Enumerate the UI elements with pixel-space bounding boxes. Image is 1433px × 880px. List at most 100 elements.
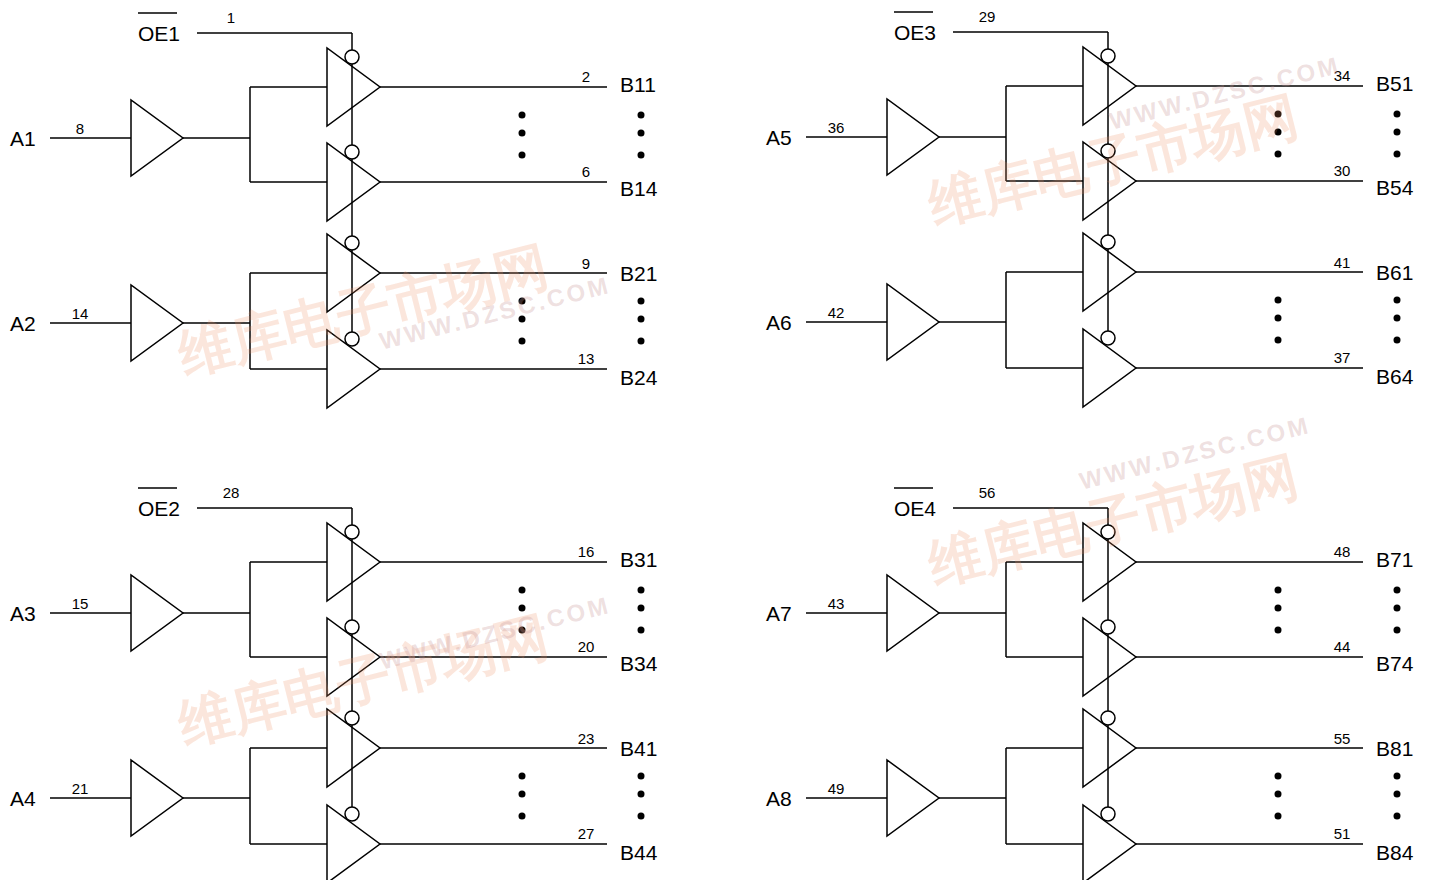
- wire: [50, 137, 131, 139]
- pin-number: 15: [72, 596, 89, 611]
- wire: [1006, 367, 1083, 369]
- output-signal: B74: [1376, 653, 1413, 674]
- wire: [250, 368, 327, 370]
- ellipsis-dot: [1275, 627, 1282, 634]
- ellipsis-dot: [519, 605, 526, 612]
- ellipsis-dot: [1394, 111, 1401, 118]
- inversion-bubble: [1101, 620, 1115, 634]
- output-signal: B61: [1376, 262, 1413, 283]
- ellipsis-dot: [1275, 337, 1282, 344]
- buffer-symbol: [887, 575, 939, 651]
- pin-number: 48: [1334, 544, 1351, 559]
- input-signal: A2: [10, 313, 36, 334]
- pin-number: 29: [979, 9, 996, 24]
- ellipsis-dot: [638, 338, 645, 345]
- wire: [183, 797, 250, 799]
- wire: [183, 612, 250, 614]
- wire: [250, 747, 327, 749]
- pin-number: 43: [828, 596, 845, 611]
- tristate-buffer-symbol: [1083, 805, 1136, 880]
- ellipsis-dot: [638, 298, 645, 305]
- wire: [1006, 747, 1083, 749]
- wire: [249, 562, 251, 657]
- output-signal: B51: [1376, 73, 1413, 94]
- wire: [939, 136, 1006, 138]
- inversion-bubble: [345, 620, 359, 634]
- tristate-buffer-symbol: [327, 709, 380, 787]
- wire: [380, 843, 607, 845]
- output-signal: B24: [620, 367, 657, 388]
- ellipsis-dot: [1275, 605, 1282, 612]
- pin-number: 16: [578, 544, 595, 559]
- ellipsis-dot: [1394, 587, 1401, 594]
- ellipsis-dot: [1394, 129, 1401, 136]
- wire: [1005, 748, 1007, 844]
- buffer-symbol: [131, 760, 183, 836]
- pin-number: 37: [1334, 350, 1351, 365]
- wire: [1136, 656, 1363, 658]
- pin-number: 41: [1334, 255, 1351, 270]
- ellipsis-dot: [519, 338, 526, 345]
- pin-number: 21: [72, 781, 89, 796]
- enable-signal: OE1: [138, 23, 180, 44]
- ellipsis-dot: [1275, 791, 1282, 798]
- pin-number: 30: [1334, 163, 1351, 178]
- output-signal: B21: [620, 263, 657, 284]
- ellipsis-dot: [1275, 773, 1282, 780]
- ellipsis-dot: [1394, 337, 1401, 344]
- wire: [1136, 271, 1363, 273]
- wire: [250, 843, 327, 845]
- wire: [250, 181, 327, 183]
- ellipsis-dot: [638, 130, 645, 137]
- ellipsis-dot: [1275, 315, 1282, 322]
- tristate-buffer-symbol: [1083, 329, 1136, 407]
- enable-signal: OE4: [894, 498, 936, 519]
- ellipsis-dot: [1275, 587, 1282, 594]
- wire: [380, 561, 607, 563]
- inversion-bubble: [1101, 235, 1115, 249]
- pin-number: 44: [1334, 639, 1351, 654]
- wire: [380, 368, 607, 370]
- wire: [1006, 271, 1083, 273]
- output-signal: B64: [1376, 366, 1413, 387]
- output-signal: B31: [620, 549, 657, 570]
- wire: [250, 272, 327, 274]
- tristate-buffer-symbol: [327, 523, 380, 601]
- input-signal: A1: [10, 128, 36, 149]
- pin-number: 20: [578, 639, 595, 654]
- buffer-symbol: [887, 760, 939, 836]
- wire: [806, 797, 887, 799]
- input-signal: A7: [766, 603, 792, 624]
- wire: [380, 86, 607, 88]
- wire: [249, 748, 251, 844]
- inversion-bubble: [345, 50, 359, 64]
- output-signal: B44: [620, 842, 657, 863]
- wire: [1136, 561, 1363, 563]
- inversion-bubble: [1101, 711, 1115, 725]
- wire: [380, 181, 607, 183]
- input-signal: A8: [766, 788, 792, 809]
- buffer-symbol: [131, 100, 183, 176]
- wire: [197, 32, 352, 34]
- pin-number: 27: [578, 826, 595, 841]
- tristate-buffer-symbol: [327, 805, 380, 880]
- pin-number: 23: [578, 731, 595, 746]
- inversion-bubble: [345, 236, 359, 250]
- wire: [1005, 272, 1007, 368]
- ellipsis-dot: [1394, 297, 1401, 304]
- wire: [1006, 843, 1083, 845]
- tristate-buffer-symbol: [1083, 709, 1136, 787]
- tristate-buffer-symbol: [1083, 618, 1136, 696]
- pin-number: 56: [979, 485, 996, 500]
- ellipsis-dot: [1394, 791, 1401, 798]
- wire: [806, 136, 887, 138]
- ellipsis-dot: [638, 112, 645, 119]
- wire: [1136, 843, 1363, 845]
- wire: [953, 31, 1108, 33]
- ellipsis-dot: [638, 813, 645, 820]
- wire: [1136, 367, 1363, 369]
- wire: [183, 137, 250, 139]
- input-signal: A6: [766, 312, 792, 333]
- buffer-symbol: [131, 285, 183, 361]
- wire: [1005, 562, 1007, 657]
